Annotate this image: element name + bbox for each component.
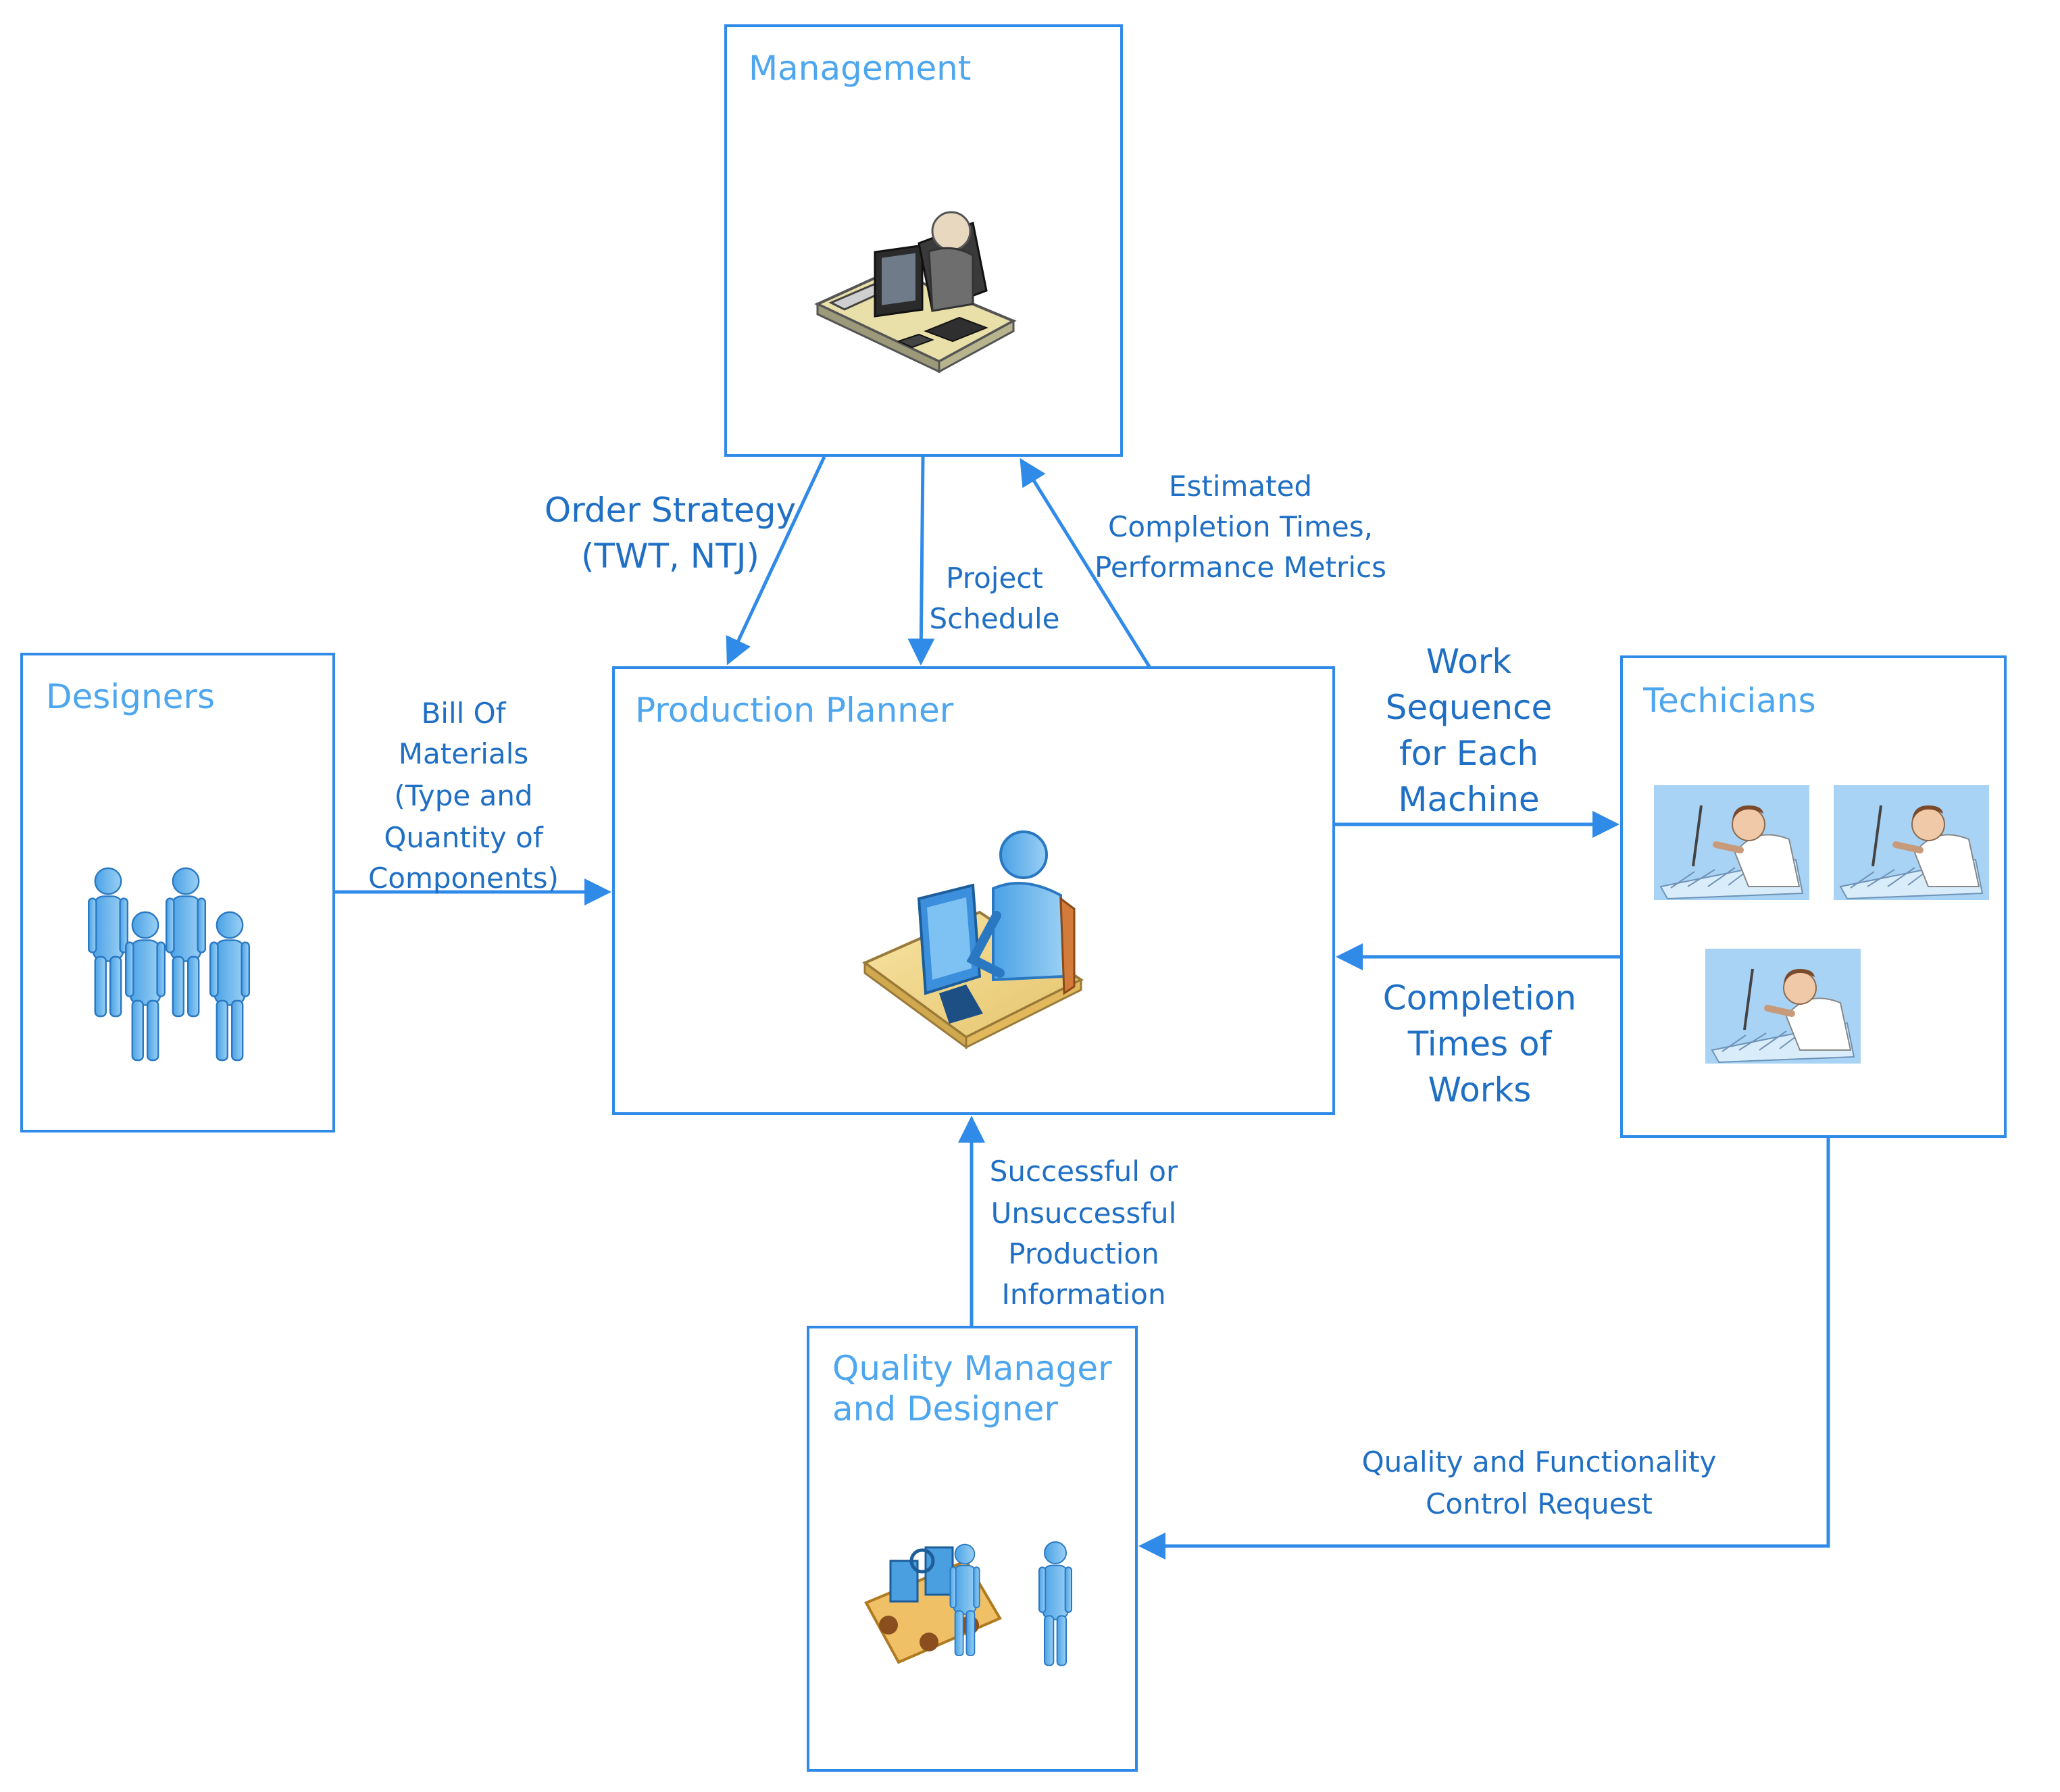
svg-text:Schedule: Schedule [930,602,1060,635]
designers-title: Designers [46,677,215,716]
svg-text:(TWT, NTJ): (TWT, NTJ) [581,537,759,576]
bill-of-materials-label: Bill Of Materials (Type and Quantity of … [368,697,559,895]
planner-at-computer-icon [862,830,1084,1049]
svg-text:Performance Metrics: Performance Metrics [1095,551,1386,584]
management-node: Management [724,24,1123,457]
completion-times-label: Completion Times of Works [1383,978,1576,1110]
svg-text:Quantity of: Quantity of [384,821,544,854]
management-title: Management [749,49,971,88]
svg-text:Materials: Materials [399,737,529,770]
svg-text:Components): Components) [368,862,559,895]
svg-text:Machine: Machine [1398,780,1539,819]
svg-text:Sequence: Sequence [1386,688,1553,727]
order-strategy-label: Order Strategy (TWT, NTJ) [545,491,796,576]
svg-text:Unsuccessful: Unsuccessful [991,1197,1177,1230]
svg-text:Production: Production [1008,1237,1159,1270]
svg-text:for Each: for Each [1399,734,1538,773]
quality-manager-node: Quality Manager and Designer [807,1326,1138,1772]
project-schedule-label: Project Schedule [930,562,1060,635]
svg-text:Times of: Times of [1407,1024,1553,1064]
work-sequence-label: Work Sequence for Each Machine [1386,642,1553,819]
technicians-title: Techicians [1642,681,1816,720]
order-strategy-arrow [726,455,826,666]
project-schedule-arrow [907,456,935,666]
quality-request-label: Quality and Functionality Control Reques… [1362,1445,1717,1520]
svg-text:Completion Times,: Completion Times, [1108,510,1373,543]
svg-text:Completion: Completion [1383,978,1576,1018]
svg-text:Control Request: Control Request [1426,1487,1653,1520]
svg-text:Works: Works [1428,1070,1532,1110]
svg-text:Project: Project [946,562,1043,595]
svg-text:(Type and: (Type and [394,779,532,812]
production-planner-node: Production Planner [612,666,1335,1115]
svg-text:Information: Information [1001,1278,1165,1311]
manager-at-desk-icon [814,211,1017,374]
production-info-label: Successful or Unsuccessful Production In… [990,1155,1178,1311]
technicians-node: Techicians [1620,655,2007,1138]
quality-inspection-icon [864,1541,1073,1667]
designers-node: Designers [20,653,335,1133]
svg-text:Bill Of: Bill Of [421,697,506,730]
svg-text:Quality and Functionality: Quality and Functionality [1362,1445,1717,1478]
quality-manager-title-line2: and Designer [832,1389,1058,1428]
production-planner-title: Production Planner [635,691,954,730]
estimated-times-label: Estimated Completion Times, Performance … [1095,470,1386,584]
svg-text:Work: Work [1426,642,1512,681]
quality-request-arrow [1138,1137,1830,1560]
svg-text:Successful or: Successful or [990,1155,1178,1188]
quality-manager-title-line1: Quality Manager [832,1349,1112,1388]
estimated-times-arrow [1020,457,1152,669]
svg-text:Order Strategy: Order Strategy [545,491,796,530]
svg-text:Estimated: Estimated [1169,470,1312,503]
